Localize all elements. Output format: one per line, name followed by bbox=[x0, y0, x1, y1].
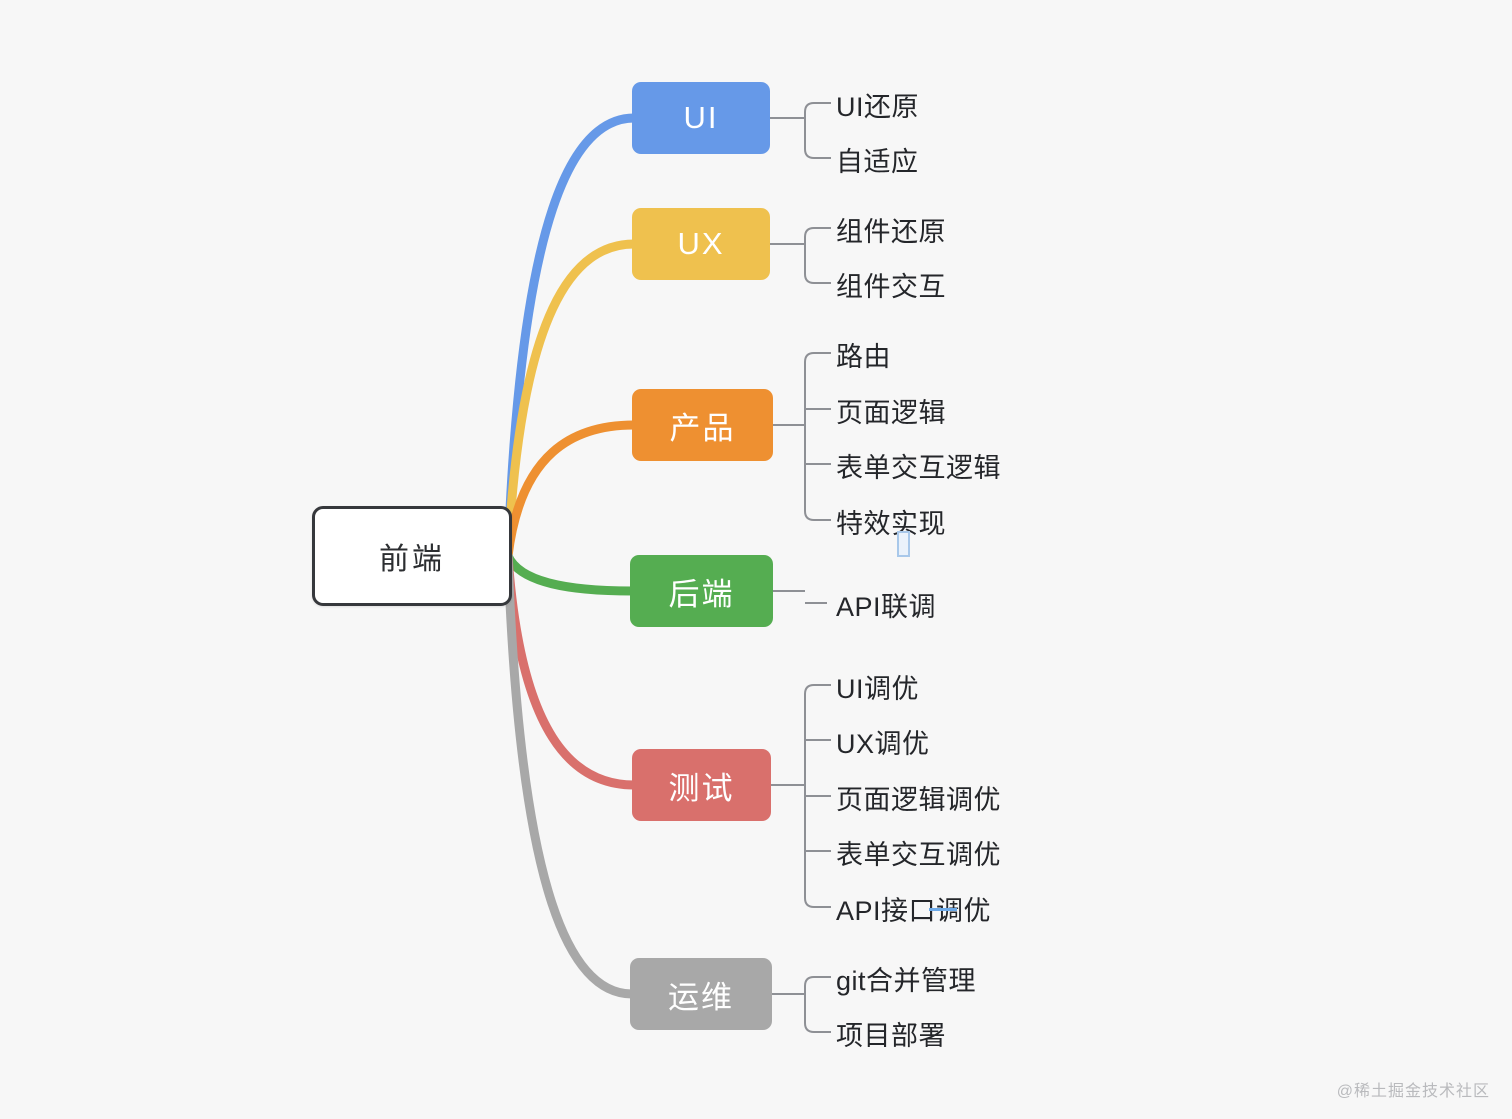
leaf-label-ui-1[interactable]: 自适应 bbox=[836, 147, 919, 177]
leaf-spine-ux bbox=[804, 227, 831, 284]
branch-node-ux[interactable]: UX bbox=[632, 208, 770, 280]
branch-curve-ux bbox=[503, 239, 639, 561]
branch-curve-ui bbox=[503, 113, 639, 561]
branch-node-ui[interactable]: UI bbox=[632, 82, 770, 154]
branch-curve-test bbox=[503, 551, 639, 790]
branch-node-label: 后端 bbox=[668, 576, 735, 612]
missing-glyph-box bbox=[897, 531, 910, 557]
leaf-spine-ui bbox=[804, 102, 831, 159]
leaf-spine-test bbox=[804, 684, 831, 908]
leaf-label-test-2[interactable]: 页面逻辑调优 bbox=[836, 785, 1001, 815]
leaf-label-test-3[interactable]: 表单交互调优 bbox=[836, 840, 1001, 870]
leaf-label-ux-1[interactable]: 组件交互 bbox=[836, 272, 946, 302]
root-node-label: 前端 bbox=[379, 543, 445, 576]
leaf-label-product-1[interactable]: 页面逻辑 bbox=[836, 398, 946, 428]
branch-node-test[interactable]: 测试 bbox=[632, 749, 771, 821]
branch-node-product[interactable]: 产品 bbox=[632, 389, 773, 461]
branch-curve-product bbox=[503, 420, 639, 561]
leaf-label-ux-0[interactable]: 组件还原 bbox=[836, 217, 946, 247]
leaf-label-product-3[interactable]: 特效实现 bbox=[836, 509, 946, 539]
leaf-label-backend-0[interactable]: API联调 bbox=[836, 592, 937, 622]
leaf-label-test-0[interactable]: UI调优 bbox=[836, 674, 919, 704]
leaf-label-product-0[interactable]: 路由 bbox=[836, 342, 891, 372]
leaf-label-ops-1[interactable]: 项目部署 bbox=[836, 1021, 946, 1051]
root-node-frontend[interactable]: 前端 bbox=[312, 506, 512, 606]
branch-node-label: UX bbox=[677, 226, 725, 261]
branch-node-backend[interactable]: 后端 bbox=[630, 555, 773, 627]
leaf-label-test-4[interactable]: API接口调优 bbox=[836, 896, 992, 926]
leaf-label-test-1[interactable]: UX调优 bbox=[836, 729, 930, 759]
branch-curve-ops bbox=[503, 551, 637, 999]
leaf-spine-ops bbox=[804, 976, 831, 1033]
underline-artifact bbox=[929, 908, 957, 911]
leaf-spine-product bbox=[804, 352, 831, 521]
watermark: @稀土掘金技术社区 bbox=[1336, 1083, 1490, 1100]
branch-node-ops[interactable]: 运维 bbox=[630, 958, 772, 1030]
leaf-label-product-2[interactable]: 表单交互逻辑 bbox=[836, 453, 1001, 483]
branch-node-label: 测试 bbox=[668, 770, 735, 806]
leaf-label-ops-0[interactable]: git合并管理 bbox=[836, 966, 977, 996]
branch-node-label: 产品 bbox=[669, 410, 736, 446]
branch-node-label: 运维 bbox=[668, 979, 734, 1015]
leaf-label-ui-0[interactable]: UI还原 bbox=[836, 92, 919, 122]
branch-node-label: UI bbox=[683, 100, 719, 135]
branch-curve-backend bbox=[503, 551, 637, 596]
